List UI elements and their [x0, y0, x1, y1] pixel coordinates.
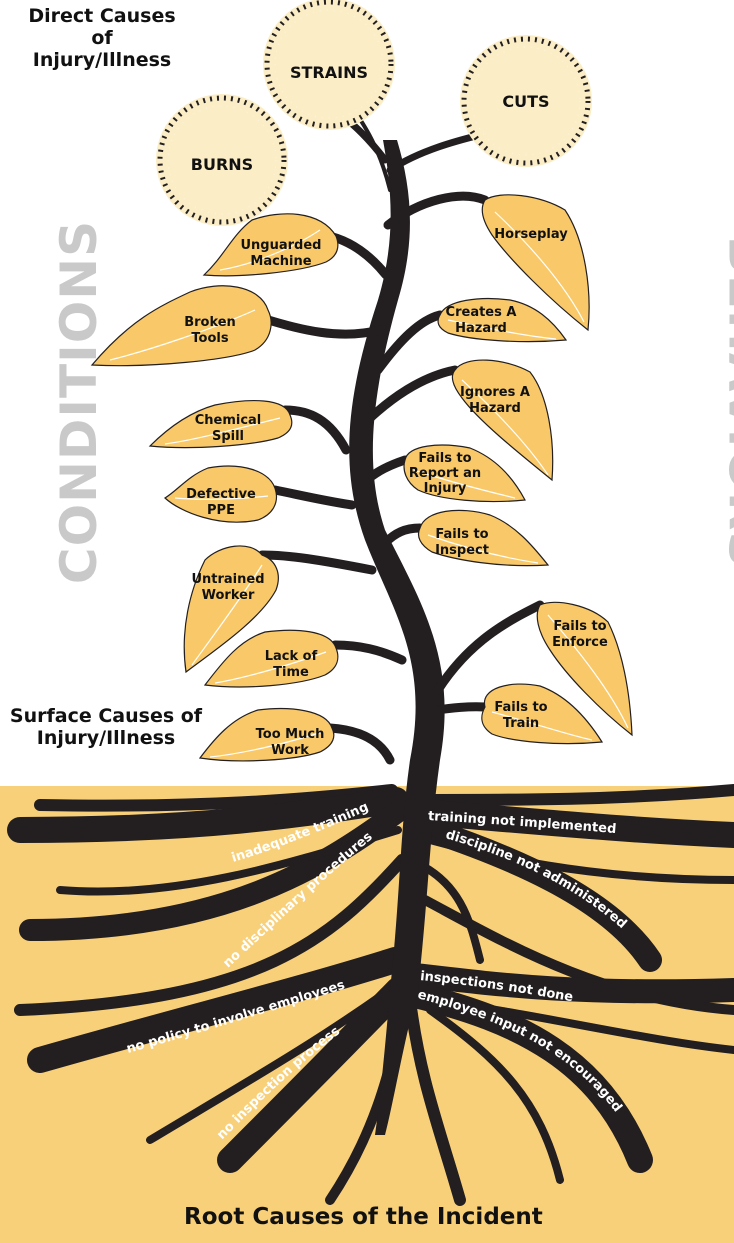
flower-label: BURNS — [191, 155, 253, 174]
leaf-label: Machine — [250, 254, 311, 269]
leaf-label: Inspect — [435, 543, 489, 558]
side-label-behaviors: BEHAVIORS — [717, 236, 734, 569]
leaf-label: Spill — [212, 429, 244, 444]
leaf-label: Enforce — [552, 635, 608, 650]
leaf-label: Defective — [186, 487, 256, 502]
heading-root-causes: Root Causes of the Incident — [184, 1204, 543, 1230]
leaf-label: Hazard — [455, 321, 507, 336]
flower-label: CUTS — [502, 92, 549, 111]
leaf-label: PPE — [207, 503, 235, 518]
heading-line: Injury/Illness — [16, 50, 188, 72]
svg-text:Horseplay: Horseplay — [494, 227, 568, 242]
leaf-label: Fails to — [494, 700, 547, 715]
leaf-label: Horseplay — [494, 227, 568, 242]
flower-burns: BURNS — [156, 94, 288, 226]
heading-surface-causes: Surface Causes of Injury/Illness — [6, 706, 206, 750]
leaf-label: Fails to — [435, 527, 488, 542]
flower-cuts: CUTS — [460, 35, 592, 167]
heading-line: Injury/Illness — [6, 728, 206, 750]
leaf-label: Tools — [191, 331, 228, 346]
heading-direct-causes: Direct Causes of Injury/Illness — [16, 6, 188, 72]
side-label-conditions: CONDITIONS — [50, 220, 108, 584]
leaf-label: Fails to — [553, 619, 606, 634]
heading-line: Surface Causes of — [6, 706, 206, 728]
leaf-label: Creates A — [446, 305, 517, 320]
leaf-label: Too Much — [256, 727, 325, 742]
leaf-label: Lack of — [265, 649, 318, 664]
leaf-label: Fails to — [418, 451, 471, 466]
leaf-label: Hazard — [469, 401, 521, 416]
leaf-label: Work — [271, 743, 309, 758]
leaf-label: Worker — [202, 588, 255, 603]
leaf-label: Report an — [409, 466, 481, 481]
leaf-label: Time — [273, 665, 309, 680]
flower-label: STRAINS — [290, 63, 368, 82]
leaf-label: Injury — [424, 481, 467, 496]
leaf-label: Chemical — [195, 413, 262, 428]
heading-line: Direct Causes of — [16, 6, 188, 50]
leaf-label: Unguarded — [241, 238, 322, 253]
leaf-label: Broken — [184, 315, 236, 330]
leaf-label: Ignores A — [460, 385, 530, 400]
leaf-label: Untrained — [191, 572, 264, 587]
flower-strains: STRAINS — [263, 0, 395, 130]
leaf-label: Train — [503, 716, 539, 731]
